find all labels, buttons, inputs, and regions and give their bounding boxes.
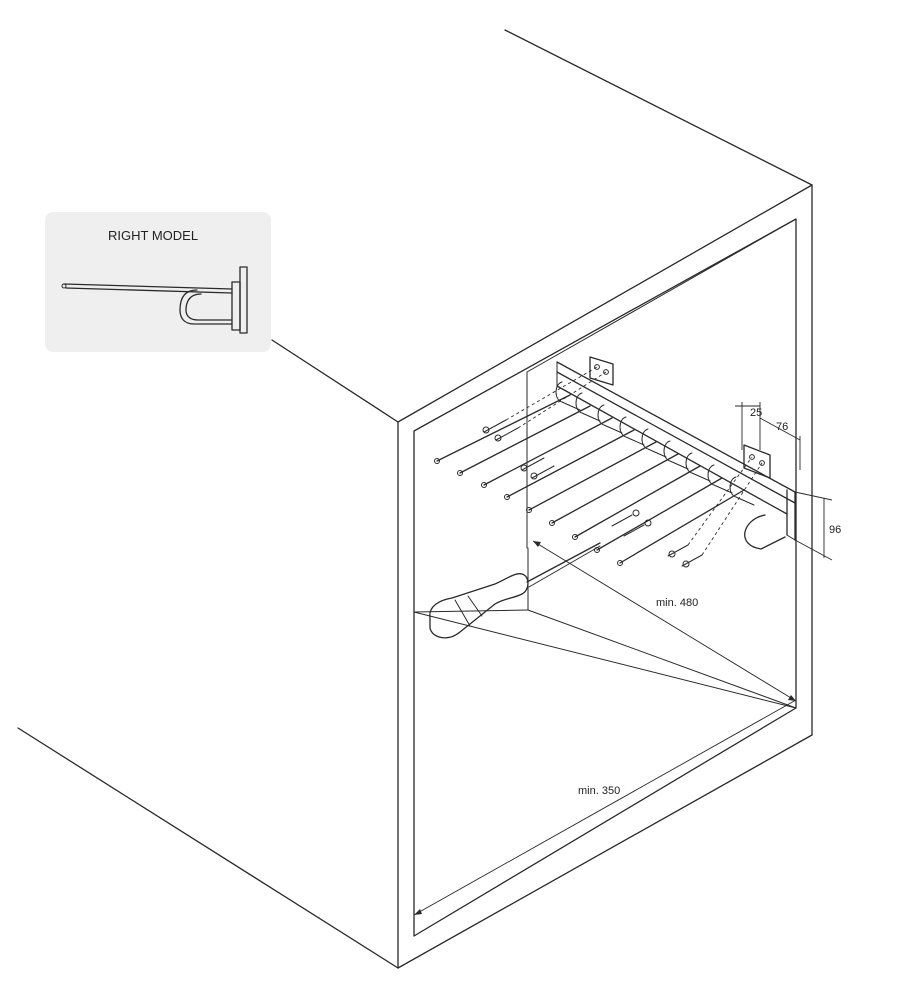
mounting-bracket-back — [589, 356, 614, 386]
cabinet-front-top-edge — [397, 184, 813, 423]
screwdriver-handle — [429, 573, 529, 639]
dim-depth: min. 480 — [656, 597, 698, 609]
inset-title: RIGHT MODEL — [108, 228, 198, 243]
cabinet-floor-left — [413, 609, 529, 613]
dim-offset: 76 — [776, 421, 788, 433]
cabinet-top-front-edge — [271, 339, 399, 423]
dim-width: min. 350 — [578, 785, 620, 797]
rod — [506, 429, 635, 498]
mounting-bracket-front — [743, 444, 771, 479]
screw-back-2 — [494, 371, 607, 442]
screw-front-4 — [681, 462, 763, 568]
cabinet-back-top — [526, 218, 797, 373]
dim-gap-small: 25 — [750, 407, 762, 419]
rod — [596, 477, 723, 551]
cabinet-opening — [413, 218, 797, 937]
rod — [459, 405, 591, 474]
dim-depth-line — [532, 540, 797, 702]
screws — [482, 366, 763, 568]
screw-back-4 — [530, 465, 555, 480]
dimensions: 25 76 96 min. 480 min. 350 — [413, 402, 841, 916]
rod — [619, 489, 745, 564]
rod — [436, 394, 571, 462]
inset-background — [45, 212, 271, 352]
cabinet — [17, 29, 813, 969]
rod — [483, 417, 613, 486]
hook-loops — [555, 381, 786, 550]
hanger-rods — [434, 394, 745, 566]
rack-rail-lower — [556, 385, 788, 515]
cabinet-top-back-edge — [504, 29, 813, 186]
pull-out-rack — [434, 356, 796, 568]
screwdriver-icon — [429, 542, 601, 639]
hanger-side-view-icon — [61, 266, 248, 334]
screw-back-3 — [520, 457, 545, 472]
cabinet-floor-back — [527, 609, 797, 709]
rod — [574, 465, 701, 538]
cabinet-bottom-right-edge — [397, 734, 813, 969]
inset-panel: RIGHT MODEL — [45, 212, 271, 352]
rod — [528, 441, 657, 511]
screw-front-3 — [667, 456, 753, 558]
screw-back-1 — [482, 366, 598, 434]
screw-front-2 — [623, 519, 652, 537]
screwdriver-shaft — [526, 542, 601, 583]
screw-front-1 — [611, 509, 640, 527]
cabinet-left-bottom-edge — [17, 727, 399, 969]
cabinet-floor-front — [413, 611, 797, 709]
rack-rail-top — [556, 361, 796, 493]
dim-height: 96 — [829, 524, 841, 536]
dim-width-line — [413, 699, 797, 916]
rod — [551, 453, 679, 524]
rack-rail-bottom — [556, 371, 796, 504]
